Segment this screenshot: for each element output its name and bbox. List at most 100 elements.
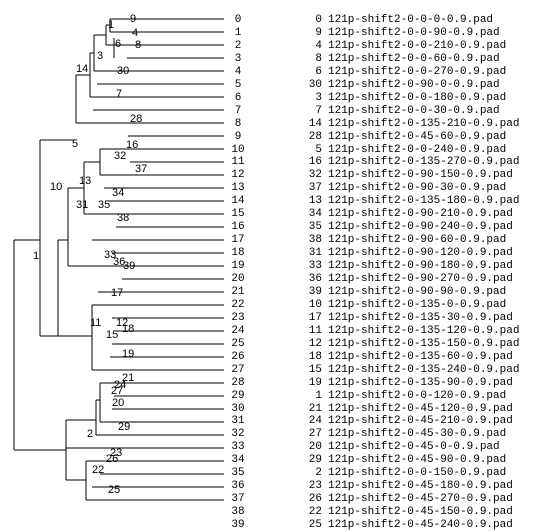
row-leaf-id: 34 [308,208,322,220]
row-leaf-id: 27 [308,428,322,440]
row-index: 2 [234,40,242,52]
row-index: 5 [234,79,242,91]
row-index: 19 [231,260,245,272]
row-leaf-id: 1 [315,390,322,402]
row-index: 21 [231,286,245,298]
node-label: 26 [106,453,118,465]
node-label: 6 [115,38,121,50]
row-file-name: 121p-shift2-0-90-60-0.9.pad [328,234,507,246]
row-index: 30 [231,403,245,415]
row-index: 8 [234,118,242,130]
row-leaf-id: 6 [315,66,322,78]
row-leaf-id: 12 [308,338,322,350]
row-file-name: 121p-shift2-0-0-210-0.9.pad [328,40,507,52]
row-file-name: 121p-shift2-0-90-90-0.9.pad [328,286,507,298]
node-label: 2 [87,428,93,440]
node-label: 29 [118,421,130,433]
row-index: 39 [231,519,245,531]
row-file-name: 121p-shift2-0-0-0-0.9.pad [328,14,494,26]
row-index: 16 [231,221,245,233]
row-file-name: 121p-shift2-0-0-120-0.9.pad [328,390,507,402]
node-label: 9 [130,13,136,25]
node-label: 11 [90,317,101,329]
row-file-name: 121p-shift2-0-90-180-0.9.pad [328,260,513,272]
dendrogram-branches [13,18,224,501]
row-index: 27 [231,364,245,376]
node-label: 24 [114,379,126,391]
row-file-name: 121p-shift2-0-0-90-0.9.pad [328,27,500,39]
row-leaf-id: 20 [308,441,322,453]
row-file-name: 121p-shift2-0-135-240-0.9.pad [328,364,520,376]
row-file-name: 121p-shift2-0-45-180-0.9.pad [328,480,513,492]
node-label: 39 [123,260,135,272]
node-label: 33 [104,249,116,261]
node-label: 8 [135,39,141,51]
row-leaf-id: 30 [308,79,322,91]
node-label: 12 [116,317,128,329]
row-file-name: 121p-shift2-0-45-210-0.9.pad [328,415,513,427]
row-file-name: 121p-shift2-0-45-90-0.9.pad [328,454,507,466]
row-index: 36 [231,480,245,492]
node-label: 21 [122,372,134,384]
row-index: 3 [234,53,242,65]
row-file-name: 121p-shift2-0-45-120-0.9.pad [328,403,513,415]
row-leaf-id: 23 [308,480,322,492]
row-file-name: 121p-shift2-0-135-270-0.9.pad [328,156,520,168]
node-label: 38 [117,212,129,224]
row-leaf-id: 21 [308,403,322,415]
node-label: 17 [111,287,123,299]
row-index: 31 [231,415,245,427]
node-label: 7 [116,88,122,100]
row-index: 22 [231,299,245,311]
row-index: 24 [231,325,245,337]
row-file-name: 121p-shift2-0-0-270-0.9.pad [328,66,507,78]
row-leaf-id: 17 [308,312,322,324]
node-label: 19 [122,348,134,360]
row-leaf-id: 35 [308,221,322,233]
node-label: 3 [97,50,103,62]
row-leaf-id: 19 [308,377,322,389]
row-index: 6 [234,92,242,104]
row-index: 20 [231,273,245,285]
row-index: 4 [234,66,242,78]
node-label: 13 [79,175,91,187]
row-file-name: 121p-shift2-0-45-270-0.9.pad [328,493,513,505]
row-leaf-id: 5 [315,144,322,156]
row-leaf-id: 32 [308,169,322,181]
row-leaf-id: 8 [315,53,322,65]
row-leaf-id: 4 [315,40,322,52]
row-file-name: 121p-shift2-0-0-150-0.9.pad [328,467,507,479]
row-index: 18 [231,247,245,259]
row-file-name: 121p-shift2-0-45-240-0.9.pad [328,519,513,531]
row-leaf-id: 22 [308,506,322,518]
row-file-name: 121p-shift2-0-90-150-0.9.pad [328,169,513,181]
row-index: 38 [231,506,245,518]
row-leaf-id: 39 [308,286,322,298]
row-leaf-id: 9 [315,27,322,39]
node-label: 34 [112,187,124,199]
row-index: 25 [231,338,245,350]
row-leaf-id: 37 [308,182,322,194]
row-leaf-id: 26 [308,493,322,505]
node-label: 5 [72,138,78,150]
row-index: 33 [231,441,245,453]
row-index: 28 [231,377,245,389]
row-file-name: 121p-shift2-0-45-30-0.9.pad [328,428,507,440]
row-leaf-id: 3 [315,92,322,104]
row-index: 35 [231,467,245,479]
node-label: 27 [111,385,123,397]
row-leaf-id: 29 [308,454,322,466]
node-label: 4 [132,27,138,39]
node-label: 18 [122,323,134,335]
row-index: 10 [231,144,245,156]
row-leaf-id: 25 [308,519,322,531]
node-label: 30 [117,65,129,77]
row-leaf-id: 13 [308,195,322,207]
row-file-name: 121p-shift2-0-45-150-0.9.pad [328,506,513,518]
row-leaf-id: 0 [315,14,322,26]
row-file-name: 121p-shift2-0-90-0-0.9.pad [328,79,500,91]
node-label: 35 [98,199,110,211]
row-index: 37 [231,493,245,505]
row-file-name: 121p-shift2-0-0-30-0.9.pad [328,105,500,117]
